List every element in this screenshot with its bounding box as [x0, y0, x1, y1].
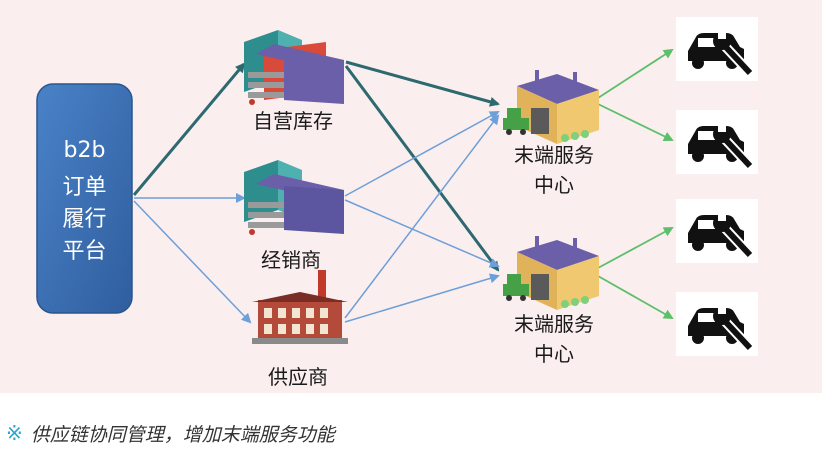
car-repair-icon [676, 199, 758, 263]
platform-line-4: 平台 [62, 239, 106, 264]
warehouse-icon [244, 30, 344, 105]
service-center-icon [503, 236, 599, 310]
arrow-center-1-to-endpoint-2 [597, 103, 674, 141]
center-1-line-2: 中心 [534, 173, 574, 197]
platform-line-2: 订单 [62, 175, 106, 200]
car-repair-icon [676, 292, 758, 356]
b2b-platform: b2b 订单 履行 平台 [36, 83, 133, 314]
service-center-icon [503, 70, 599, 144]
arrow-center-1-to-endpoint-1 [597, 48, 674, 99]
arrow-platform-to-own-stock [132, 62, 246, 196]
arrow-own-stock-to-center-1 [345, 60, 500, 107]
arrow-distributor-to-center-1 [344, 111, 500, 197]
supplier-label: 供应商 [268, 365, 328, 389]
arrow-platform-to-supplier [133, 200, 252, 324]
platform-line-3: 履行 [62, 207, 106, 232]
caption: ※ 供应链协同管理，增加末端服务功能 [6, 418, 335, 448]
arrow-own-stock-to-center-2 [344, 65, 500, 272]
car-repair-icon [676, 110, 758, 174]
arrow-center-2-to-endpoint-3 [597, 227, 674, 269]
center-1-line-1: 末端服务 [514, 143, 594, 167]
caption-text: 供应链协同管理，增加末端服务功能 [30, 423, 335, 446]
arrow-center-2-to-endpoint-4 [597, 275, 674, 319]
arrow-distributor-to-center-2 [344, 199, 500, 268]
platform-line-1: b2b [64, 138, 106, 163]
arrow-supplier-to-center-1 [344, 114, 500, 319]
center-2-line-2: 中心 [534, 342, 574, 366]
arrow-supplier-to-center-2 [344, 273, 500, 323]
distributor-label: 经销商 [261, 248, 321, 272]
warehouse-icon [244, 160, 344, 235]
factory-icon [252, 270, 348, 344]
supply-chain-diagram: b2b 订单 履行 平台 自营库存 [36, 17, 758, 389]
center-2-line-1: 末端服务 [514, 312, 594, 336]
car-repair-icon [676, 17, 758, 81]
own-stock-label: 自营库存 [253, 109, 333, 133]
reference-mark-icon: ※ [6, 421, 23, 445]
